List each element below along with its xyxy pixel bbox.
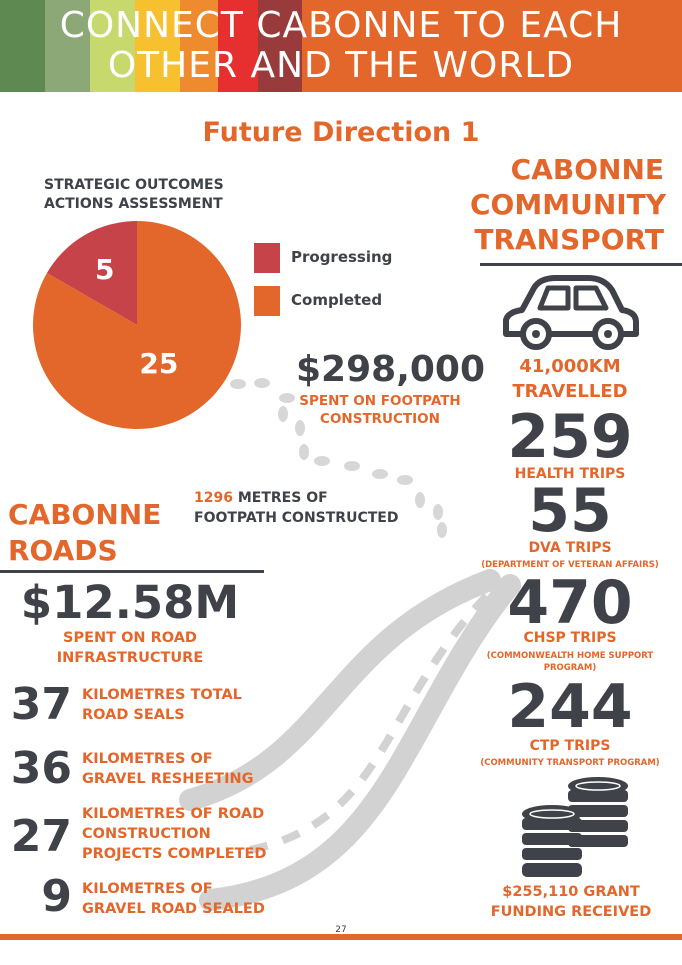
transport-stat-label: HEALTH TRIPS [514,466,626,482]
roads-stat-label: KILOMETRES OF GRAVEL ROAD SEALED [82,881,265,917]
page-number: 27 [335,925,347,935]
page-title: CONNECT CABONNE TO EACH OTHER AND THE WO… [59,5,623,86]
header-stripe [45,0,90,92]
transport-stat-number: 259 [507,402,633,472]
footpath-spent-amount: $298,000 [296,349,486,390]
page-header: CONNECT CABONNE TO EACH OTHER AND THE WO… [0,0,682,92]
transport-heading-rule [480,263,682,266]
grant-funding: $255,110 GRANT FUNDING RECEIVED [490,884,652,920]
transport-stat-label: CTP TRIPS [529,738,611,754]
coin-stack-icon [522,777,628,877]
pie-value-label: 25 [139,347,178,380]
footpath-metres: 1296 METRES OF FOOTPATH CONSTRUCTED [194,490,399,526]
header-stripe [90,0,135,92]
roads-heading: CABONNE ROADS [8,498,162,567]
pie-value-label: 5 [95,253,114,286]
roads-stat-number: 37 [10,679,72,730]
roads-stat-number: 36 [10,743,72,794]
transport-stat-number: 470 [507,568,633,638]
transport-km: 41,000KM TRAVELLED [512,356,628,402]
transport-stat-label: CHSP TRIPS [523,630,617,646]
transport-stat-number: 244 [507,672,633,742]
header-stripe [180,0,218,92]
transport-stat-sublabel: (DEPARTMENT OF VETERAN AFFAIRS) [481,560,659,570]
roads-spent-label: SPENT ON ROAD INFRASTRUCTURE [56,630,204,666]
transport-stat-number: 55 [528,476,612,546]
actions-pie-chart: 5 25 [33,221,241,429]
legend-swatch-completed [254,286,280,316]
legend-label-progressing: Progressing [291,248,393,266]
roads-stat-number: 27 [10,811,72,862]
header-stripe [218,0,258,92]
pie-slice-completed [33,221,241,429]
footpath-metres-number: 1296 [194,490,233,506]
transport-stat-sublabel: (COMMUNITY TRANSPORT PROGRAM) [480,758,660,768]
pie-slice-progressing [46,221,137,325]
footer-bar [0,934,682,940]
legend-swatch-progressing [254,243,280,273]
legend-label-completed: Completed [291,291,383,309]
roads-spent-amount: $12.58M [20,576,240,629]
road-edge [199,574,521,911]
car-icon [503,275,639,350]
header-stripe [135,0,180,92]
pie-title: STRATEGIC OUTCOMES ACTIONS ASSESSMENT [44,177,224,212]
header-stripe [258,0,302,92]
header-stripe [0,0,45,92]
footpath-spent-label: SPENT ON FOOTPATH CONSTRUCTION [299,393,461,427]
footprints-trail [230,378,447,538]
transport-stat-label: DVA TRIPS [528,540,612,556]
road-edge [179,569,501,811]
roads-stat-label: KILOMETRES OF ROAD CONSTRUCTION PROJECTS… [82,806,267,862]
transport-heading: CABONNE COMMUNITY TRANSPORT [470,153,667,256]
transport-stat-sublabel: (COMMONWEALTH HOME SUPPORT PROGRAM) [486,651,654,673]
roads-stat-number: 9 [41,871,72,922]
roads-stat-label: KILOMETRES OF GRAVEL RESHEETING [82,751,254,787]
roads-heading-rule [0,570,264,573]
roads-stat-label: KILOMETRES TOTAL ROAD SEALS [82,687,242,723]
road-centre-line [249,579,503,854]
future-direction-title: Future Direction 1 [202,117,480,148]
